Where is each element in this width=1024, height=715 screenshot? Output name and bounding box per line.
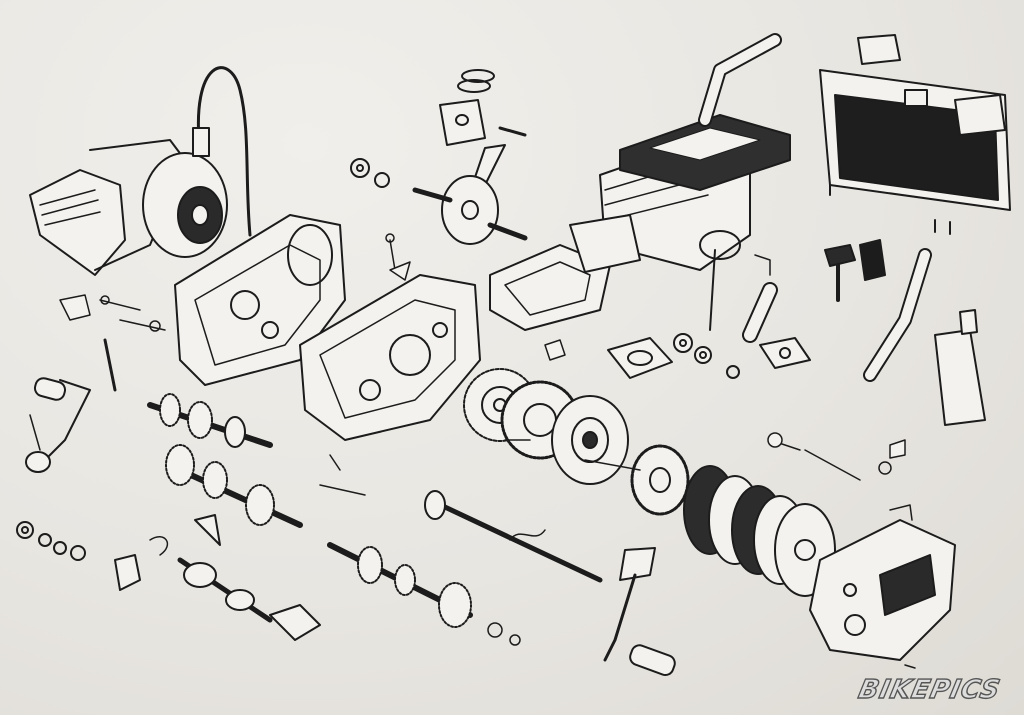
- selector-forks: [114, 514, 321, 641]
- oil-bottle: [934, 309, 986, 426]
- manifold-gasket: [759, 337, 811, 369]
- ignition-coil-lead: [192, 66, 252, 237]
- kickstart-shaft: [424, 490, 603, 583]
- coolant-hose-lower: [863, 248, 932, 382]
- selector-drum: [177, 557, 273, 623]
- gearshaft-counter: [165, 444, 303, 528]
- kickstart-lever: [603, 547, 676, 677]
- clutch-plates: [683, 465, 836, 597]
- clutch-hub-gear: [630, 444, 690, 516]
- piston: [439, 99, 486, 146]
- shaft-washers: [16, 521, 86, 561]
- small-end-bearings: [350, 126, 527, 188]
- cylinder-head: [619, 114, 791, 191]
- piston-rings: [457, 69, 495, 93]
- small-fasteners: [29, 233, 916, 669]
- crankcase-right: [299, 274, 481, 441]
- crankshaft-con-rod: [412, 144, 528, 245]
- coolant-hose-top: [698, 33, 782, 127]
- kickstart-lever-left: [25, 377, 91, 473]
- bearings-set: [673, 333, 740, 379]
- spark-plug: [824, 244, 856, 302]
- plug-cap: [859, 239, 886, 281]
- clutch-cover: [809, 519, 956, 661]
- output-shaft: [327, 542, 473, 628]
- reed-valve-assembly: [489, 214, 641, 331]
- clutch-basket: [551, 395, 629, 485]
- radiator: [819, 34, 1011, 235]
- exhaust-gasket: [607, 337, 673, 379]
- short-hose: [742, 282, 778, 343]
- flywheel-rotor: [142, 152, 228, 258]
- bikepics-watermark: BIKEPICS: [855, 674, 1004, 705]
- gearshaft-main: [147, 393, 273, 448]
